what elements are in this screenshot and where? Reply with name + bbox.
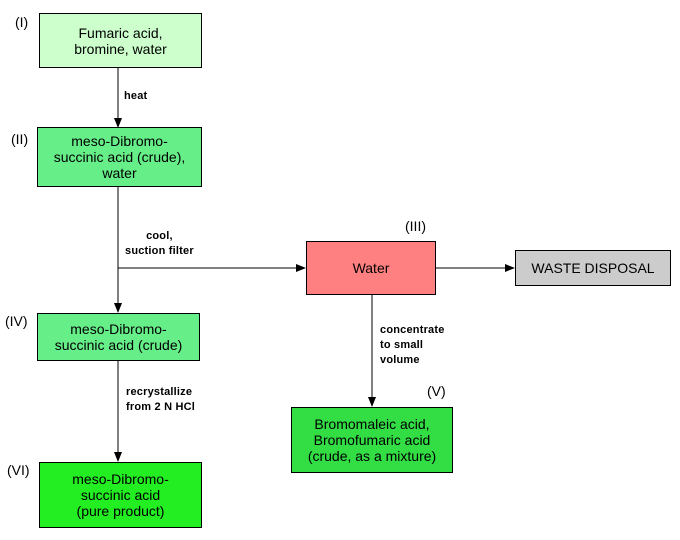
label-roman-vi: (VI) — [7, 462, 30, 478]
node-fumaric-acid: Fumaric acid, bromine, water — [39, 13, 202, 68]
node-crude-product-water: meso-Dibromo- succinic acid (crude), wat… — [37, 127, 202, 187]
label-roman-i: (I) — [15, 14, 29, 30]
step-heat: heat — [124, 90, 148, 102]
node-water: Water — [306, 241, 436, 295]
node-waste-disposal: WASTE DISPOSAL — [515, 250, 671, 286]
node-pure-product: meso-Dibromo- succinic acid (pure produc… — [39, 462, 202, 528]
label-roman-v: (V) — [427, 383, 446, 399]
step-cool-filter: cool, suction filter — [125, 230, 194, 257]
step-recrystallize: recrystallize from 2 N HCl — [126, 386, 196, 413]
label-roman-ii: (II) — [11, 131, 29, 147]
step-concentrate: concentrate to small volume — [380, 324, 445, 366]
node-crude-product: meso-Dibromo- succinic acid (crude) — [37, 313, 200, 361]
label-roman-iv: (IV) — [5, 313, 28, 329]
node-bromomaleic-mixture: Bromomaleic acid, Bromofumaric acid (cru… — [291, 407, 453, 473]
label-roman-iii: (III) — [405, 218, 426, 234]
